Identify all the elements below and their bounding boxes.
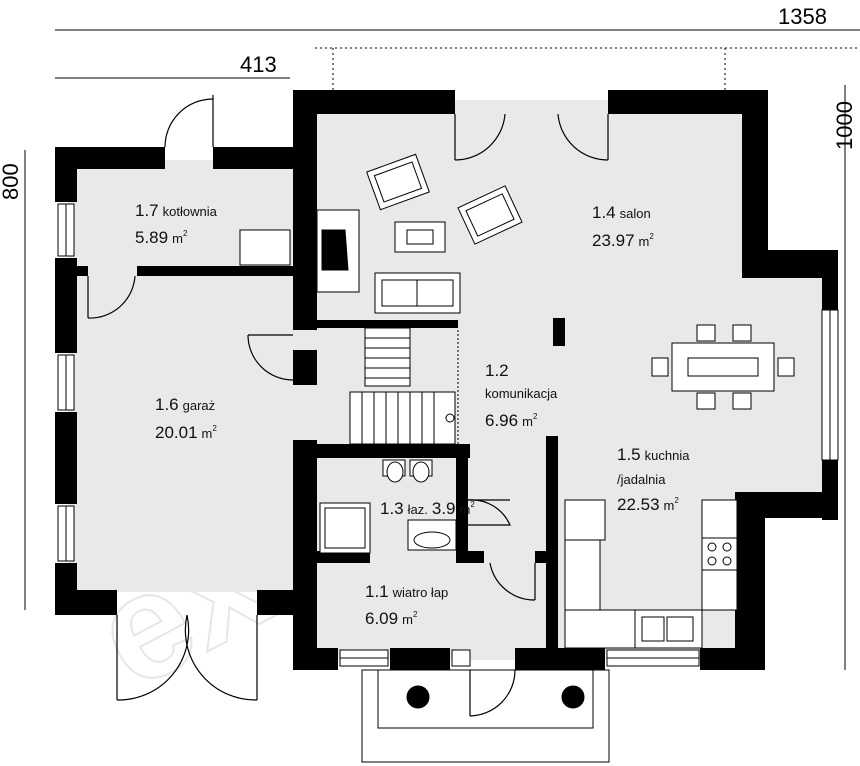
kitchen-counters	[564, 499, 738, 649]
armchair-left	[366, 153, 430, 211]
doors	[87, 95, 609, 717]
dimension-left-width: 413	[240, 52, 277, 77]
fireplace	[316, 209, 360, 293]
svg-text:1.2: 1.2	[485, 361, 509, 380]
coffee-table-top	[406, 229, 434, 245]
dimension-left-depth: 800	[0, 163, 23, 200]
exterior-walls	[55, 90, 838, 670]
dimension-overall-width: 1358	[778, 4, 827, 29]
dimension-right-depth: 1000	[832, 101, 857, 150]
porch	[361, 669, 610, 763]
stair-treads	[361, 330, 459, 444]
bathroom-fixtures	[319, 459, 457, 554]
interior-walls	[68, 90, 565, 670]
svg-text:/jadalnia: /jadalnia	[617, 472, 666, 487]
window-mullions	[65, 204, 831, 659]
armchair-right	[457, 185, 523, 245]
dining-table	[651, 324, 795, 410]
dimension-lines	[24, 29, 860, 670]
coffee-table	[394, 221, 446, 253]
stairs	[349, 327, 456, 445]
svg-text:komunikacja: komunikacja	[485, 386, 558, 401]
boiler	[239, 229, 291, 266]
